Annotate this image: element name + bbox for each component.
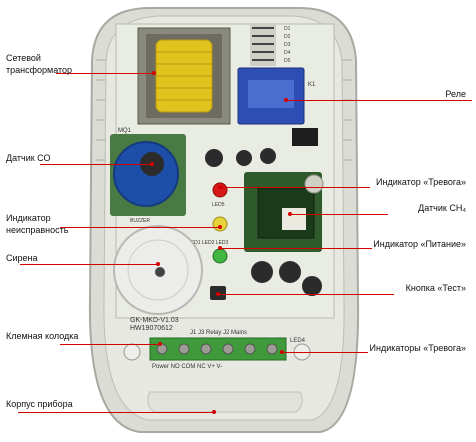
housing-bottom-groove: [147, 391, 303, 413]
leader-fault-indicator: [60, 227, 220, 228]
board-terminals: J1 J3 Relay J2 Mains: [190, 330, 247, 336]
transformer-coil-windings: [156, 51, 212, 101]
label-alarm-indicators: Индикаторы «Тревога»: [369, 343, 466, 353]
terminal-screws: [156, 343, 278, 355]
label-fault-indicator: Индикатор неисправность: [6, 213, 69, 235]
label-terminal-block: Клемная колодка: [6, 331, 79, 341]
label-co-sensor: Датчик СО: [6, 153, 51, 163]
dot-relay: [284, 98, 288, 102]
capacitor-2: [236, 150, 252, 166]
jumper-label-1: D1: [284, 26, 291, 32]
housing-ribs-left: [96, 59, 106, 161]
leader-power-indicator: [220, 248, 372, 249]
alarm-led-bottom-left: [123, 343, 141, 361]
co-sensor-mark: MQ1: [118, 128, 132, 134]
dot-co-sensor: [150, 162, 154, 166]
siren-center: [155, 267, 165, 277]
dot-siren: [156, 262, 160, 266]
capacitor-large-1: [251, 261, 273, 283]
siren-inner-ring: [127, 239, 189, 301]
leader-test-button: [218, 294, 394, 295]
power-led: [212, 248, 228, 264]
jumper-label-4: D4: [284, 50, 291, 56]
led-marks: LED1 LED2 LED3: [188, 240, 229, 246]
leader-terminal-block: [60, 344, 160, 345]
label-transformer: Сетевой трансформатор: [6, 53, 73, 75]
ch4-sensor-chip: [282, 208, 306, 230]
label-ch4-sensor: Датчик СН₄: [418, 203, 466, 213]
dot-fault-indicator: [218, 225, 222, 229]
capacitor-3: [260, 148, 276, 164]
diode-row: [250, 24, 276, 66]
leader-siren: [20, 264, 158, 265]
label-power-indicator: Индикатор «Питание»: [373, 239, 466, 249]
label-siren: Сирена: [6, 253, 38, 263]
board-model: GK-MKD-V1.03: [130, 317, 179, 324]
dot-terminal-block: [158, 342, 162, 346]
dot-alarm-indicator: [218, 185, 222, 189]
leader-transformer: [56, 73, 154, 74]
label-test-button: Кнопка «Тест»: [405, 283, 466, 293]
capacitor-large-3: [302, 276, 322, 296]
capacitor-large-2: [279, 261, 301, 283]
dot-power-indicator: [218, 246, 222, 250]
ic-chip: [292, 128, 318, 146]
leader-co-sensor: [40, 164, 152, 165]
relay-mark: K1: [308, 82, 316, 88]
ch4-sensor-cap: [304, 174, 324, 194]
jumper-label-2: D2: [284, 34, 291, 40]
leader-relay: [286, 100, 472, 101]
label-housing: Корпус прибора: [6, 399, 73, 409]
terminal-block: [149, 337, 287, 361]
buzzer-mark: BUZZER: [130, 218, 150, 224]
leader-ch4-sensor: [290, 214, 388, 215]
alarm-led: [212, 182, 228, 198]
relay-sticker: [248, 80, 294, 108]
leader-alarm-indicators: [282, 352, 368, 353]
board-serial: HW19070612: [130, 325, 173, 332]
jumper-label-5: D5: [284, 58, 291, 64]
dot-alarm-indicators: [280, 350, 284, 354]
dot-test-button: [216, 292, 220, 296]
jumper-label-3: D3: [284, 42, 291, 48]
terminal-marks: Power NO COM NC V+ V-: [152, 364, 222, 370]
label-relay: Реле: [445, 89, 466, 99]
leader-alarm-indicator: [220, 187, 370, 188]
leader-housing: [18, 412, 214, 413]
label-alarm-indicator: Индикатор «Тревога»: [376, 177, 466, 187]
dot-ch4-sensor: [288, 212, 292, 216]
dot-transformer: [152, 71, 156, 75]
led5-mark: LED5: [212, 202, 225, 208]
dot-housing: [212, 410, 216, 414]
led4-mark: LED4: [290, 338, 306, 344]
capacitor-1: [205, 149, 223, 167]
